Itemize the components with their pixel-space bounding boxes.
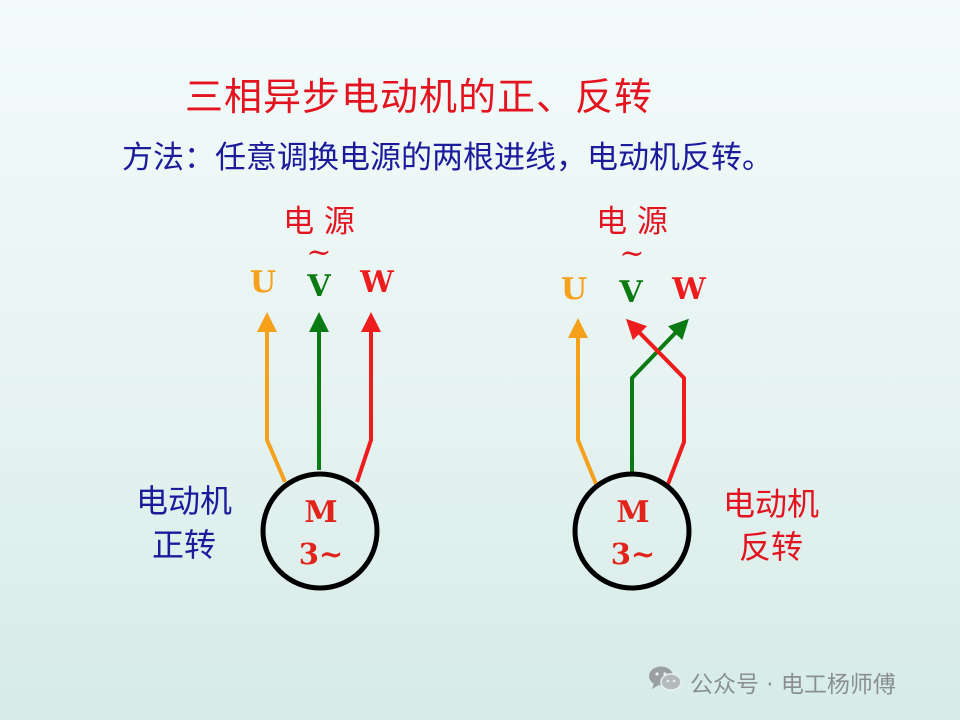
method-text: 方法：任意调换电源的两根进线，电动机反转。 [122,140,773,176]
right-motor-phase: 3~ [611,537,655,571]
right-motor-circle [572,471,692,591]
left-motor-letter: M [304,495,337,530]
left-motor-circle [260,471,380,591]
left-source-label: 电 源 [283,204,355,240]
left-wire-u [257,312,287,483]
right-diagram: 电 源 ~ U V W M 3~ 电动机 反转 [561,204,819,591]
right-wire-u [568,318,598,485]
right-phase-w-label: W [671,272,707,307]
right-phase-v-label: V [618,275,643,310]
left-motor-phase: 3~ [299,537,343,571]
watermark-text: 公众号 · 电工杨师傅 [690,672,896,698]
left-diagram: 电 源 ~ U V W M 3~ 电动机 正转 [136,204,395,591]
left-phase-u-label: U [250,265,276,300]
right-ac-symbol: ~ [619,236,644,271]
watermark: 公众号 · 电工杨师傅 [648,665,896,699]
left-phase-v-label: V [306,269,331,304]
right-caption-line2: 反转 [739,528,803,566]
left-phase-w-label: W [359,265,395,300]
right-wire-w [625,318,686,485]
page-title: 三相异步电动机的正、反转 [185,75,654,119]
left-caption-line1: 电动机 [136,482,232,520]
right-motor-letter: M [616,495,649,530]
left-ac-symbol: ~ [306,235,331,270]
right-caption-line1: 电动机 [723,485,819,523]
right-source-label: 电 源 [596,204,668,240]
right-phase-u-label: U [561,272,587,307]
left-wire-w [355,312,381,483]
left-caption-line2: 正转 [152,526,216,564]
right-wire-v [630,318,689,472]
wechat-icon [648,665,682,699]
